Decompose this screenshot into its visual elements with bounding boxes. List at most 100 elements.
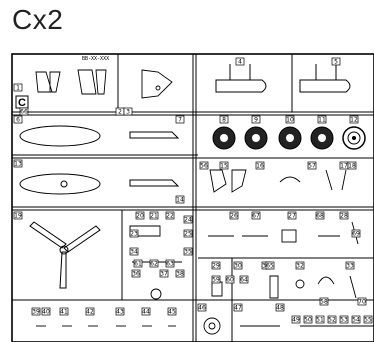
part-number-41: 41 bbox=[60, 309, 68, 316]
part-number-33: 33 bbox=[346, 263, 354, 270]
part-tag-47 bbox=[233, 303, 243, 312]
part-tag-19 bbox=[13, 211, 23, 220]
part-number-68: 68 bbox=[316, 213, 324, 220]
part-tag-38 bbox=[175, 269, 185, 278]
part-tag-61 bbox=[133, 259, 143, 268]
part-number-55: 55 bbox=[364, 317, 372, 324]
part-tag-60 bbox=[225, 275, 235, 284]
part-number-49: 49 bbox=[292, 317, 300, 324]
part-tag-14 bbox=[175, 195, 185, 204]
part-number-57: 57 bbox=[308, 163, 316, 170]
part-number-42: 42 bbox=[86, 309, 94, 316]
part-small-assemblies bbox=[36, 169, 374, 335]
part-tag-21 bbox=[149, 211, 159, 220]
part-number-1: 1 bbox=[16, 85, 20, 92]
part-number-56: 56 bbox=[200, 163, 208, 170]
part-rotor bbox=[29, 221, 101, 289]
part-tag-18 bbox=[347, 161, 357, 170]
part-tag-56 bbox=[199, 161, 209, 170]
part-number-38: 38 bbox=[176, 271, 184, 278]
part-tag-67 bbox=[251, 211, 261, 220]
part-number-45: 45 bbox=[168, 309, 176, 316]
part-tag-46 bbox=[197, 303, 207, 312]
part-tag-53 bbox=[339, 315, 349, 324]
part-tag-34 bbox=[129, 247, 139, 256]
part-number-24: 24 bbox=[184, 217, 192, 224]
part-number-58: 58 bbox=[320, 299, 328, 306]
part-tag-48 bbox=[275, 303, 285, 312]
part-tag-16 bbox=[255, 161, 265, 170]
part-number-40: 40 bbox=[42, 309, 50, 316]
part-number-10: 10 bbox=[286, 117, 294, 124]
part-tag-52 bbox=[327, 315, 337, 324]
part-number-62: 62 bbox=[150, 261, 158, 268]
part-tag-50 bbox=[303, 315, 313, 324]
part-number-47: 47 bbox=[234, 305, 242, 312]
part-tag-41 bbox=[59, 307, 69, 316]
part-tag-3 bbox=[123, 107, 133, 116]
svg-text:C: C bbox=[18, 97, 26, 109]
sprue-letter-tag: C bbox=[15, 95, 29, 109]
part-tag-28 bbox=[339, 211, 349, 220]
part-number-69: 69 bbox=[352, 231, 360, 238]
part-number-52: 52 bbox=[328, 317, 336, 324]
part-tag-65 bbox=[265, 261, 275, 270]
part-tag-5 bbox=[331, 57, 341, 66]
part-number-67: 67 bbox=[252, 213, 260, 220]
part-number-65: 65 bbox=[266, 263, 274, 270]
part-number-5: 5 bbox=[334, 59, 338, 66]
part-number-8: 8 bbox=[222, 117, 226, 124]
part-number-15: 15 bbox=[220, 163, 228, 170]
part-number-37: 37 bbox=[160, 271, 168, 278]
part-number-7: 7 bbox=[178, 117, 182, 124]
part-number-30: 30 bbox=[234, 263, 242, 270]
part-number-26: 26 bbox=[230, 213, 238, 220]
part-tag-35 bbox=[183, 247, 193, 256]
part-number-66: 66 bbox=[20, 109, 28, 116]
part-number-34: 34 bbox=[130, 249, 138, 256]
part-number-61: 61 bbox=[134, 261, 142, 268]
part-number-22: 22 bbox=[166, 213, 174, 220]
part-tag-15 bbox=[219, 161, 229, 170]
part-tag-45 bbox=[167, 307, 177, 316]
part-tag-44 bbox=[141, 307, 151, 316]
part-number-44: 44 bbox=[142, 309, 150, 316]
part-number-6: 6 bbox=[16, 117, 20, 124]
part-tag-1 bbox=[13, 83, 23, 92]
part-tag-69 bbox=[351, 229, 361, 238]
part-tag-12 bbox=[349, 115, 359, 124]
part-tag-36 bbox=[131, 269, 141, 278]
part-number-48: 48 bbox=[276, 305, 284, 312]
part-tag-64 bbox=[239, 275, 249, 284]
part-number-3: 3 bbox=[126, 109, 130, 116]
part-number-20: 20 bbox=[136, 213, 144, 220]
part-number-4: 4 bbox=[238, 59, 242, 66]
part-number-32: 32 bbox=[296, 263, 304, 270]
part-tag-55 bbox=[363, 315, 373, 324]
part-number-63: 63 bbox=[166, 261, 174, 268]
part-number-12: 12 bbox=[350, 117, 358, 124]
part-tag-54 bbox=[351, 315, 361, 324]
part-tag-26 bbox=[229, 211, 239, 220]
part-number-18: 18 bbox=[348, 163, 356, 170]
part-number-36: 36 bbox=[132, 271, 140, 278]
part-number-19: 19 bbox=[14, 213, 22, 220]
part-number-39: 39 bbox=[32, 309, 40, 316]
part-tag-9 bbox=[251, 115, 261, 124]
part-number-46: 46 bbox=[198, 305, 206, 312]
part-tag-22 bbox=[165, 211, 175, 220]
part-tag-59 bbox=[211, 275, 221, 284]
part-cockpit-pieces bbox=[35, 69, 173, 99]
part-number-43: 43 bbox=[116, 309, 124, 316]
part-tag-32 bbox=[295, 261, 305, 270]
part-number-51: 51 bbox=[316, 317, 324, 324]
part-tag-70 bbox=[357, 297, 367, 306]
part-tag-23 bbox=[129, 229, 139, 238]
part-tag-24 bbox=[183, 215, 193, 224]
part-tag-6 bbox=[13, 115, 23, 124]
part-tag-30 bbox=[233, 261, 243, 270]
part-rotor-hubs bbox=[215, 64, 351, 93]
part-number-50: 50 bbox=[304, 317, 312, 324]
